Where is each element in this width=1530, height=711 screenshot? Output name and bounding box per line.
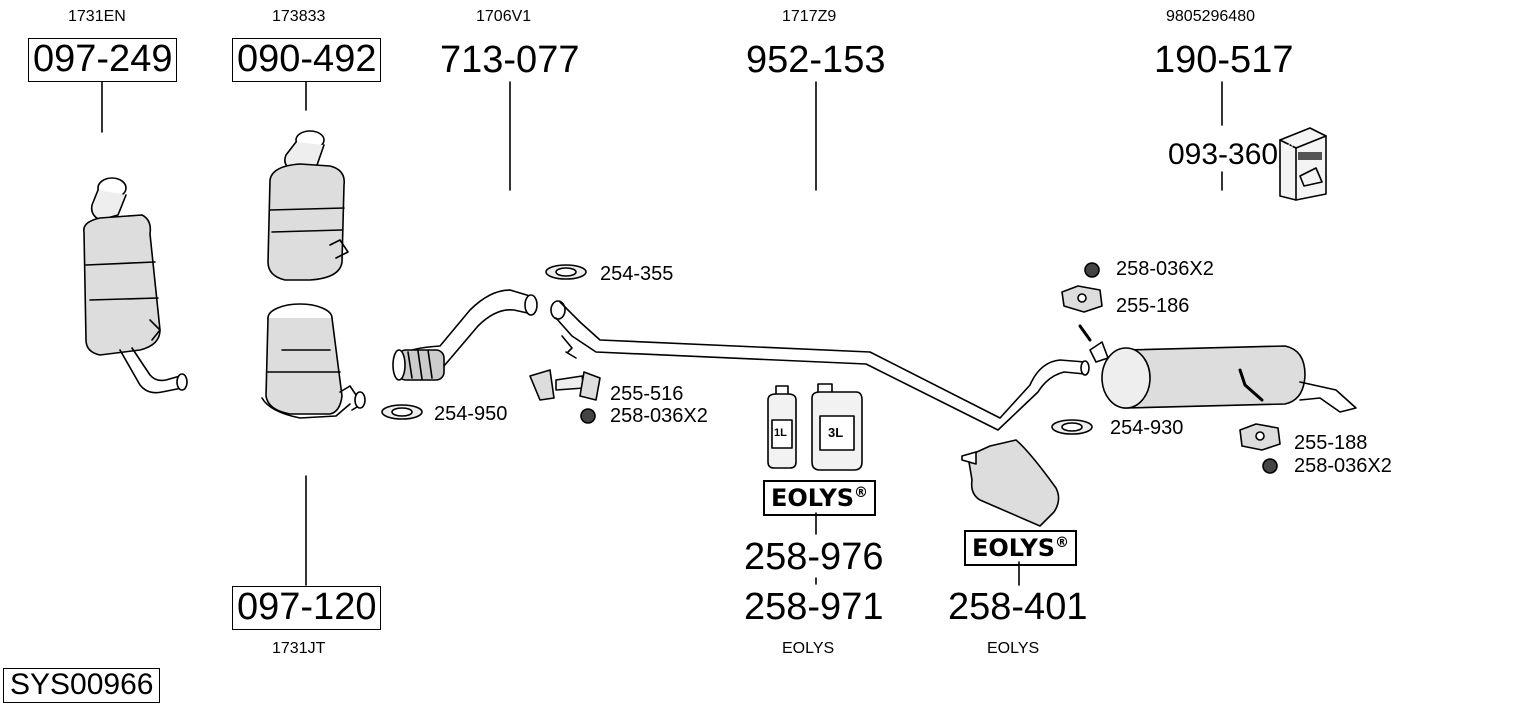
oe-label-eolys-cans: EOLYS: [782, 640, 835, 657]
part-number-254-355[interactable]: 254-355: [600, 263, 674, 285]
part-number-254-930[interactable]: 254-930: [1110, 417, 1184, 439]
oe-number-1731en: 1731EN: [68, 8, 126, 25]
clamp-254-930-drawing: [1051, 419, 1093, 435]
oe-number-1706v1: 1706V1: [476, 8, 532, 25]
part-number-952-153[interactable]: 952-153: [746, 39, 886, 81]
dpf-097-120-drawing: [261, 303, 366, 419]
middle-pipe-952-153-drawing: [550, 300, 1090, 431]
part-number-258-036x2-front[interactable]: 258-036X2: [610, 405, 708, 427]
oe-number-9805296480: 9805296480: [1166, 8, 1255, 25]
eolys-tank-258-401-drawing: [961, 439, 1060, 527]
rear-silencer-190-517-drawing: [1089, 341, 1357, 413]
clamp-254-950-drawing: [381, 404, 423, 420]
dpf-090-492-drawing: [267, 130, 349, 281]
part-number-097-249[interactable]: 097-249: [28, 38, 178, 82]
oe-number-1731jt: 1731JT: [272, 640, 326, 657]
nut-258-036-c-drawing: [1262, 458, 1278, 474]
eolys-logo-text: EOLYS: [972, 534, 1056, 562]
oe-number-1717z9: 1717Z9: [782, 8, 837, 25]
system-id: SYS00966: [3, 668, 161, 703]
part-number-255-516[interactable]: 255-516: [610, 383, 684, 405]
hanger-255-516-drawing: [529, 369, 601, 401]
eolys-logo-tank: EOLYS®: [964, 530, 1078, 566]
part-number-097-120[interactable]: 097-120: [232, 586, 382, 630]
clamp-254-355-drawing: [545, 264, 587, 280]
nut-258-036-b-drawing: [1084, 262, 1100, 278]
can-label-1l: 1L: [774, 427, 787, 439]
part-number-258-401[interactable]: 258-401: [948, 586, 1088, 628]
kit-box-093-360-drawing: [1279, 127, 1327, 201]
part-number-258-036x2-rear[interactable]: 258-036X2: [1294, 455, 1392, 477]
oe-label-eolys-tank: EOLYS: [987, 640, 1040, 657]
part-number-255-188[interactable]: 255-188: [1294, 432, 1368, 454]
part-number-713-077[interactable]: 713-077: [440, 39, 580, 81]
eolys-logo-cans: EOLYS®: [763, 480, 877, 516]
part-number-254-950[interactable]: 254-950: [434, 403, 508, 425]
hanger-255-188-drawing: [1239, 423, 1281, 451]
eolys-cans-drawing: [767, 383, 863, 471]
oe-number-173833: 173833: [272, 8, 326, 25]
hanger-255-186-drawing: [1061, 285, 1103, 313]
part-number-090-492[interactable]: 090-492: [232, 38, 382, 82]
eolys-logo-text: EOLYS: [771, 484, 855, 512]
registered-mark: ®: [1055, 535, 1070, 551]
front-pipe-713-077-drawing: [392, 289, 538, 381]
registered-mark: ®: [854, 485, 869, 501]
part-number-258-036x2-upper[interactable]: 258-036X2: [1116, 258, 1214, 280]
bolt-drawing: [1078, 324, 1092, 342]
part-number-258-971[interactable]: 258-971: [744, 586, 884, 628]
nut-258-036-a-drawing: [580, 408, 596, 424]
can-label-3l: 3L: [828, 425, 844, 440]
part-number-093-360[interactable]: 093-360: [1168, 138, 1279, 171]
part-number-258-976[interactable]: 258-976: [744, 536, 884, 578]
part-number-190-517[interactable]: 190-517: [1154, 39, 1294, 81]
part-number-255-186[interactable]: 255-186: [1116, 295, 1190, 317]
dpf-097-249-drawing: [83, 177, 188, 394]
